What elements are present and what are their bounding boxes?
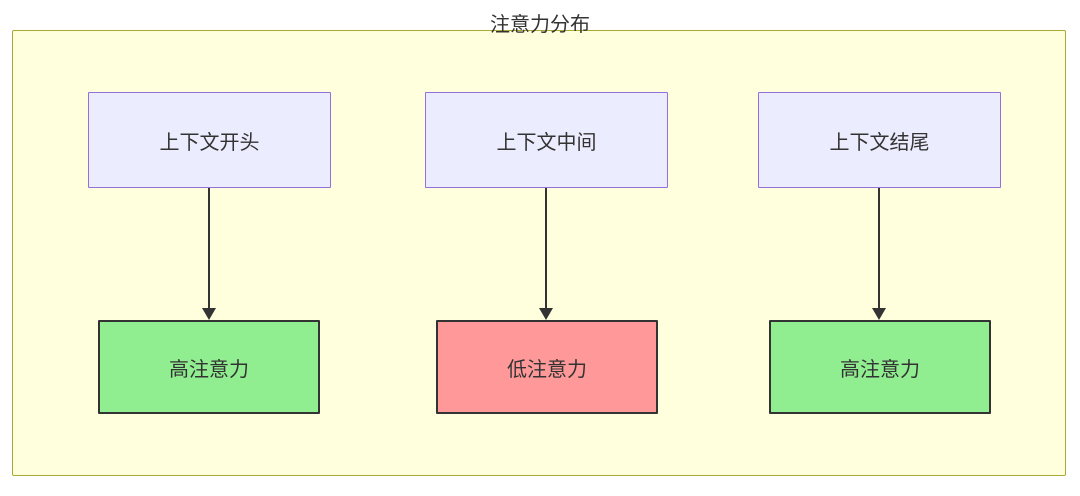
- diagram-title: 注意力分布: [490, 12, 590, 36]
- node-context-end: 上下文结尾: [758, 92, 1001, 188]
- arrowhead-icon: [202, 308, 216, 320]
- node-high-attention-left: 高注意力: [98, 320, 320, 414]
- node-low-attention: 低注意力: [436, 320, 658, 414]
- node-context-start-label: 上下文开头: [159, 129, 260, 154]
- node-context-start: 上下文开头: [88, 92, 331, 188]
- node-context-end-label: 上下文结尾: [829, 129, 930, 154]
- arrowhead-icon: [872, 308, 886, 320]
- node-high-attention-left-label: 高注意力: [169, 356, 249, 381]
- arrowhead-icon: [539, 308, 553, 320]
- node-context-middle-label: 上下文中间: [496, 129, 597, 154]
- node-high-attention-right: 高注意力: [769, 320, 991, 414]
- node-low-attention-label: 低注意力: [507, 356, 587, 381]
- arrow-line-middle: [545, 188, 547, 310]
- arrow-line-start: [208, 188, 210, 310]
- arrow-line-end: [878, 188, 880, 310]
- node-context-middle: 上下文中间: [425, 92, 668, 188]
- node-high-attention-right-label: 高注意力: [840, 356, 920, 381]
